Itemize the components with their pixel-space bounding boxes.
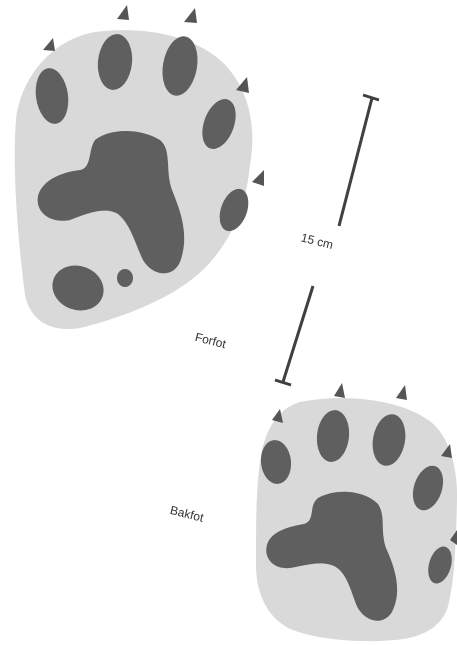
front-dewclaw-pad (117, 269, 133, 287)
front-claw-5 (252, 170, 264, 186)
front-claw-1 (43, 38, 55, 51)
hind-claw-1 (272, 409, 283, 423)
front-claw-2 (117, 5, 129, 20)
hind-claw-3 (396, 385, 407, 400)
scale-bar-lower-line (283, 286, 313, 382)
scale-bar-upper-line (339, 98, 372, 226)
front-claw-3 (184, 8, 197, 23)
hind-paw-print (256, 383, 457, 641)
front-paw-print (15, 5, 264, 329)
hind-claw-2 (334, 383, 345, 398)
